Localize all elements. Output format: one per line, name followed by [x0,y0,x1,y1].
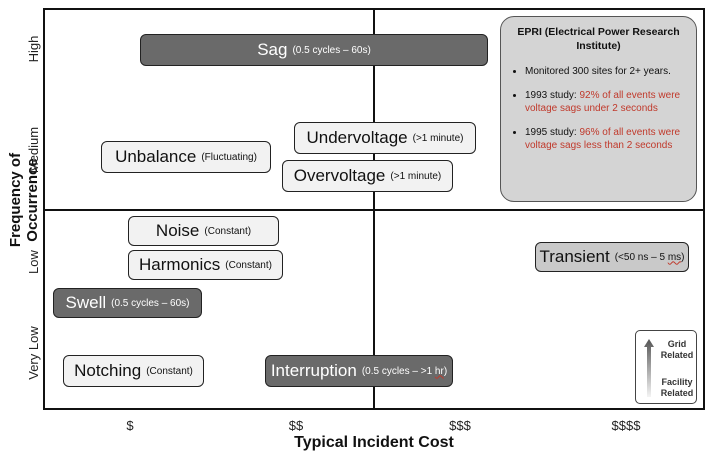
x-tick-2: $$ [288,418,304,433]
gradient-up-arrow-icon [644,339,654,397]
event-noise-detail: (Constant) [204,225,252,237]
horizontal-divider [43,209,705,211]
event-sag-detail: (0.5 cycles – 60s) [292,44,371,56]
event-undervoltage-name: Undervoltage [306,128,408,147]
y-axis-title: Frequency of Occurrence [7,152,41,248]
event-sag: Sag (0.5 cycles – 60s) [140,34,488,66]
event-interruption-detail: (0.5 cycles – >1 hr) [361,365,448,377]
legend-facility-related: Facility Related [660,377,694,398]
event-overvoltage-name: Overvoltage [293,166,386,185]
epri-title: EPRI (Electrical Power Research Institut… [517,26,680,52]
event-interruption-name: Interruption [270,361,357,380]
event-undervoltage-detail: (>1 minute) [412,132,464,144]
epri-findings-list: Monitored 300 sites for 2+ years. 1993 s… [511,65,686,152]
event-harmonics-detail: (Constant) [225,259,272,271]
y-tick-low: Low [26,250,41,274]
epri-finding-2: 1993 study: 92% of all events were volta… [525,89,686,115]
event-noise: Noise (Constant) [128,216,279,246]
legend-grid-related: Grid Related [660,339,694,360]
event-sag-name: Sag [257,40,288,59]
event-transient: Transient (<50 ns – 5 ms) [535,242,689,272]
event-overvoltage-detail: (>1 minute) [390,170,442,182]
x-tick-4: $$$$ [611,418,641,433]
event-overvoltage: Overvoltage (>1 minute) [282,160,453,192]
epri-finding-1: Monitored 300 sites for 2+ years. [525,65,686,78]
event-notching-detail: (Constant) [146,365,193,377]
event-unbalance-name: Unbalance [115,147,197,166]
epri-finding-3: 1995 study: 96% of all events were volta… [525,126,686,152]
event-harmonics: Harmonics (Constant) [128,250,283,280]
y-tick-very-low: Very Low [26,326,41,380]
x-tick-3: $$$ [449,418,471,433]
event-harmonics-name: Harmonics [139,255,221,274]
event-notching: Notching (Constant) [63,355,204,387]
x-tick-1: $ [126,418,134,433]
event-interruption: Interruption (0.5 cycles – >1 hr) [265,355,453,387]
event-unbalance-detail: (Fluctuating) [201,151,257,163]
event-noise-name: Noise [155,221,200,240]
event-unbalance: Unbalance (Fluctuating) [101,141,271,173]
y-tick-medium: Medium [26,126,41,174]
epri-info-card: EPRI (Electrical Power Research Institut… [500,16,697,202]
event-swell-detail: (0.5 cycles – 60s) [111,297,190,309]
y-tick-high: High [26,35,41,63]
event-swell-name: Swell [65,293,107,312]
event-undervoltage: Undervoltage (>1 minute) [294,122,476,154]
event-transient-detail: (<50 ns – 5 ms) [614,251,685,263]
grid-facility-legend: Grid Related Facility Related [635,330,697,404]
event-swell: Swell (0.5 cycles – 60s) [53,288,202,318]
event-transient-name: Transient [539,247,610,266]
event-notching-name: Notching [74,361,142,380]
x-axis-title: Typical Incident Cost [294,434,454,451]
